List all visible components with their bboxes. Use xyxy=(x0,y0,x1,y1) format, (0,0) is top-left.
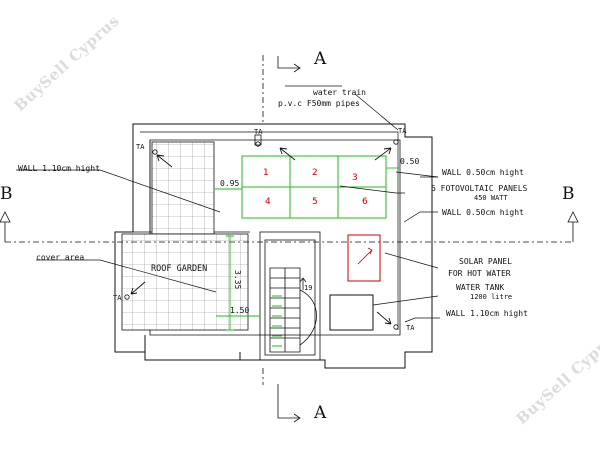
dim-335-line xyxy=(226,235,234,331)
panel-number-4: 4 xyxy=(265,197,271,207)
label-for-hot-water: FOR HOT WATER xyxy=(448,269,511,278)
panel-number-5: 5 xyxy=(312,197,318,207)
label-pvc-pipes: p.v.c F50mm pipes xyxy=(278,99,360,108)
leader-lines xyxy=(16,85,440,323)
section-b-right-label: B xyxy=(562,184,575,204)
label-cover-area: cover area xyxy=(36,253,84,262)
stair-green-marks xyxy=(272,295,282,347)
staircase xyxy=(259,231,321,361)
label-watt: 450 WATT xyxy=(474,194,509,202)
label-litre: 1200 litre xyxy=(470,293,512,301)
dim-150: 1.50 xyxy=(230,306,249,315)
section-a-top-label: A xyxy=(313,49,327,69)
roof-garden-label: ROOF GARDEN xyxy=(151,264,207,274)
label-wall-050-top: WALL 0.50cm hight xyxy=(442,168,524,177)
panel-number-6: 6 xyxy=(362,197,368,207)
label-wall-110-top: WALL 1.10cm hight xyxy=(18,164,100,173)
label-wall-110-bottom: WALL 1.10cm hight xyxy=(446,309,528,318)
section-b-left-label: B xyxy=(0,184,13,204)
stair-count: 19 xyxy=(304,284,312,292)
roof-garden-tiles-lower xyxy=(121,233,249,331)
watermark-top-left: BuySell Cyprus xyxy=(11,11,123,115)
section-a-bottom-marker xyxy=(277,384,301,423)
drain-ta-top-center: TA xyxy=(254,128,263,136)
drain-ta-top-right: TA xyxy=(398,127,407,135)
dim-095: 0.95 xyxy=(220,179,239,188)
label-wall-050-mid: WALL 0.50cm hight xyxy=(442,208,524,217)
watermark-bottom-right: BuySell Cyprus xyxy=(513,324,600,428)
solar-panel-hot-water xyxy=(347,234,381,282)
water-tank xyxy=(329,294,374,331)
panel-number-3: 3 xyxy=(352,173,358,183)
label-fotovoltaic-panels: 6 FOTOVOLTAIC PANELS xyxy=(431,184,528,193)
section-b-right-marker xyxy=(567,211,579,242)
panel-number-1: 1 xyxy=(263,168,269,178)
section-b-left-marker xyxy=(0,211,11,242)
section-a-bottom-label: A xyxy=(313,403,327,423)
drain-pipe-box xyxy=(254,134,262,146)
drain-ta-bottom-right: TA xyxy=(406,324,415,332)
panel-number-2: 2 xyxy=(312,168,318,178)
label-solar-panel: SOLAR PANEL xyxy=(459,257,512,266)
slope-arrows xyxy=(130,147,392,325)
drain-ta-left: TA xyxy=(113,294,122,302)
fotovoltaic-panels xyxy=(241,155,387,219)
label-water-train: water train xyxy=(313,88,366,97)
label-water-tank: WATER TANK xyxy=(456,283,504,292)
drain-ta-top-left: TA xyxy=(136,143,145,151)
stair-arrow xyxy=(299,277,307,290)
dim-050: 0.50 xyxy=(400,157,419,166)
section-a-top-marker xyxy=(277,56,301,73)
drain-circles xyxy=(124,139,399,330)
dim-335: 3.35 xyxy=(233,270,242,289)
